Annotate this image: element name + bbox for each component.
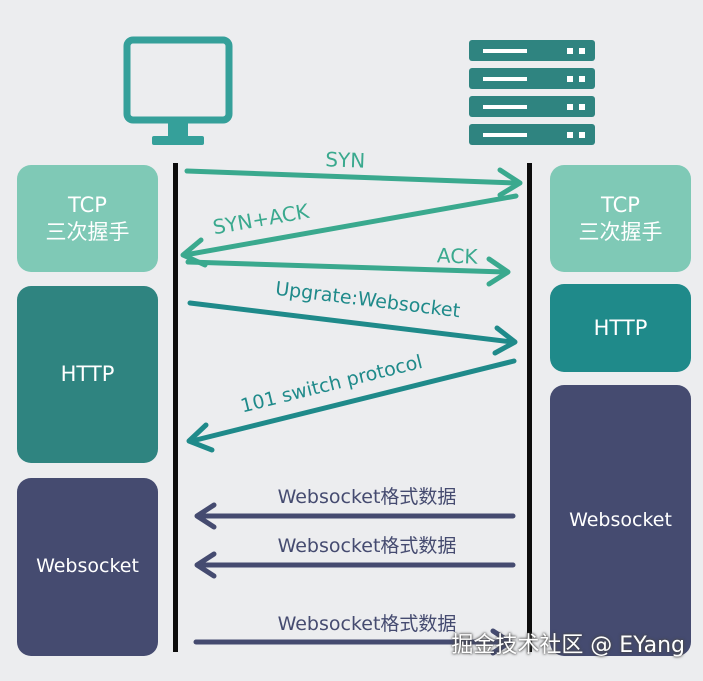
server-tcp-sublabel: 三次握手 bbox=[578, 219, 663, 244]
client-http-label: HTTP bbox=[60, 362, 115, 387]
server-http-box: HTTP bbox=[550, 284, 691, 372]
websocket-data-label-3: Websocket格式数据 bbox=[278, 613, 457, 635]
ack-arrow: ACK bbox=[185, 243, 511, 287]
websocket-data-arrow-3: Websocket格式数据 bbox=[193, 613, 513, 656]
ack-label: ACK bbox=[437, 243, 479, 268]
server-icon bbox=[469, 40, 595, 145]
server-tcp-label: TCP bbox=[601, 193, 640, 218]
watermark: 掘金技术社区 @ EYang bbox=[451, 633, 685, 658]
server-http-label: HTTP bbox=[593, 315, 648, 340]
client-tcp-sublabel: 三次握手 bbox=[45, 219, 130, 244]
client-websocket-box: Websocket bbox=[17, 478, 158, 656]
client-tcp-label: TCP bbox=[68, 193, 107, 218]
client-tcp-box: TCP 三次握手 bbox=[17, 165, 158, 272]
client-http-box: HTTP bbox=[17, 286, 158, 463]
websocket-data-label-1: Websocket格式数据 bbox=[278, 486, 457, 508]
monitor-icon bbox=[123, 36, 233, 145]
server-lifeline bbox=[527, 163, 532, 652]
server-websocket-box: Websocket bbox=[550, 385, 691, 656]
upgrade-arrow: Upgrate:Websocket bbox=[187, 278, 518, 356]
server-tcp-box: TCP 三次握手 bbox=[550, 165, 691, 272]
syn-arrow: SYN bbox=[184, 147, 523, 198]
websocket-data-arrow-1: Websocket格式数据 bbox=[194, 486, 516, 530]
websocket-data-label-2: Websocket格式数据 bbox=[278, 535, 457, 557]
server-websocket-label: Websocket bbox=[569, 508, 672, 531]
switch-protocol-arrow: 101 switch protocol bbox=[186, 351, 517, 453]
client-websocket-label: Websocket bbox=[36, 555, 139, 578]
client-lifeline bbox=[173, 163, 178, 652]
websocket-data-arrow-2: Websocket格式数据 bbox=[194, 535, 516, 579]
syn-label: SYN bbox=[325, 147, 366, 172]
